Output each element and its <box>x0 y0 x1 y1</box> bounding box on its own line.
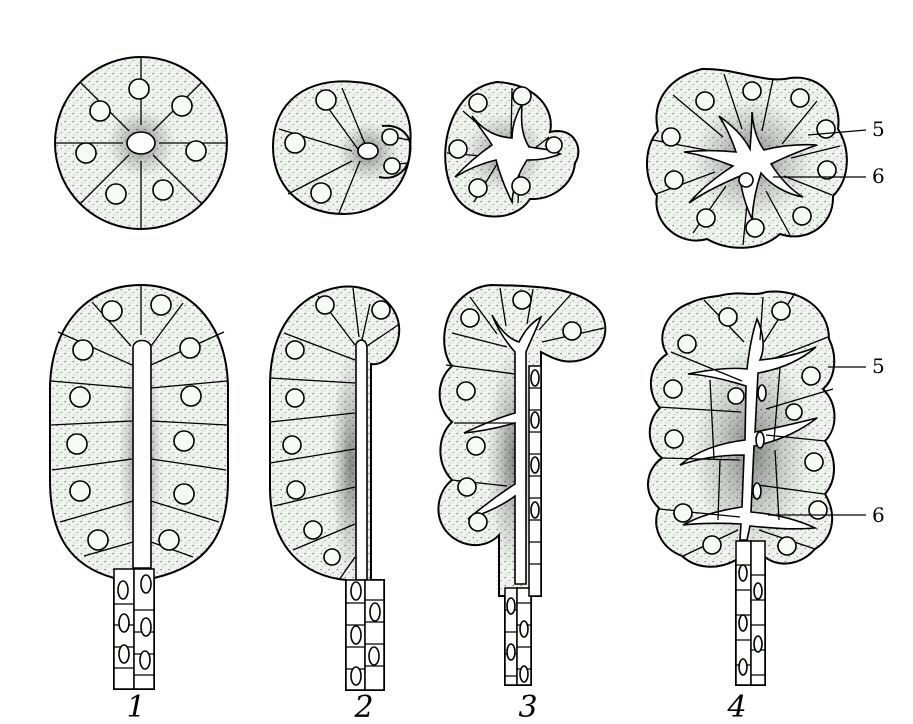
upper-label-6: 6 <box>872 166 885 186</box>
cross-section-2 <box>273 81 411 214</box>
lower-label-5: 5 <box>872 356 885 376</box>
stage-1-gland <box>50 285 228 689</box>
cross-section-4 <box>647 69 847 248</box>
stage-2-gland <box>270 287 399 690</box>
stage-4-gland <box>648 292 835 685</box>
stage-label-1: 1 <box>126 693 145 723</box>
stage-label-2: 2 <box>354 693 373 723</box>
cross-section-3 <box>445 82 578 217</box>
upper-label-5: 5 <box>872 119 885 139</box>
stage-3-gland <box>438 285 605 685</box>
stage-label-4: 4 <box>727 693 746 723</box>
stage-label-3: 3 <box>518 693 537 723</box>
cross-section-1 <box>55 57 227 229</box>
lower-label-6: 6 <box>872 505 885 525</box>
